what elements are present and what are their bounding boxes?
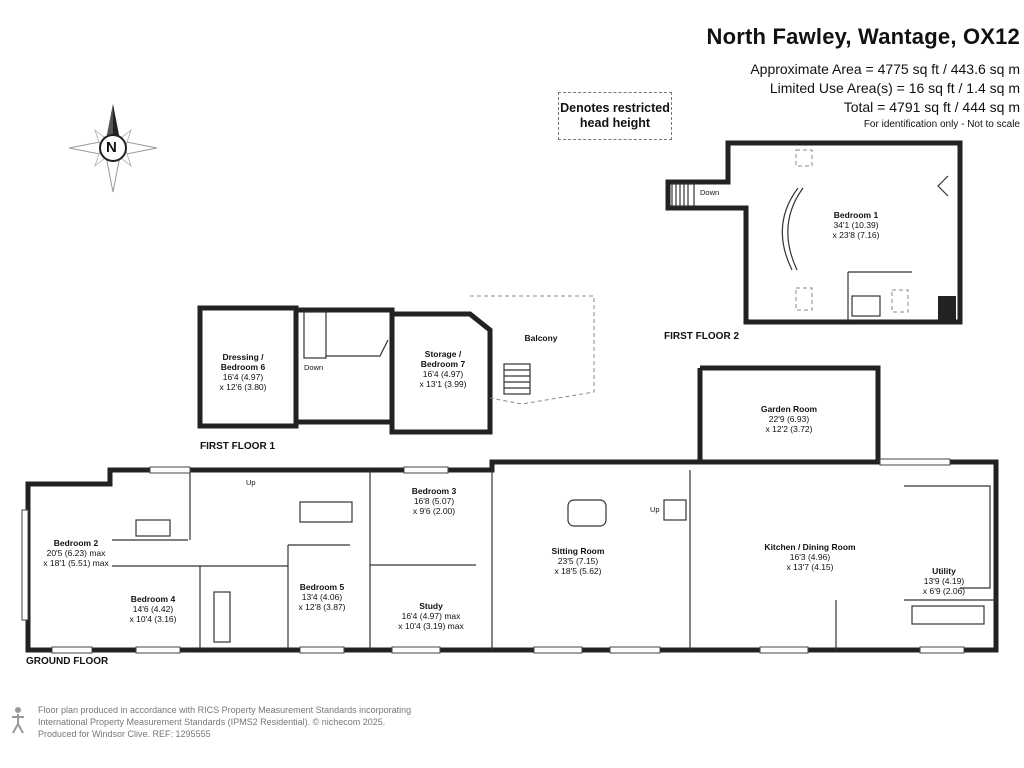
room-name: Utility <box>932 566 956 576</box>
floor-label-first-floor-2: FIRST FLOOR 2 <box>664 331 739 342</box>
room-bedroom-3: Bedroom 3 16'8 (5.07) x 9'6 (2.00) <box>412 486 456 516</box>
compass-rose-icon <box>68 104 158 193</box>
room-bedroom-4: Bedroom 4 14'6 (4.42) x 10'4 (3.16) <box>130 594 177 624</box>
room-dimension: 20'5 (6.23) max <box>46 548 106 558</box>
room-name: Bedroom 7 <box>420 359 466 369</box>
floor-label-first-floor-1: FIRST FLOOR 1 <box>200 441 275 452</box>
room-dimension: 16'8 (5.07) <box>413 496 455 506</box>
room-name: Balcony <box>524 333 558 343</box>
footer-line-3: Produced for Windsor Clive. REF: 1295555 <box>38 729 211 739</box>
room-dimension: x 10'4 (3.16) <box>129 614 177 624</box>
room-dimension: x 6'9 (2.06) <box>922 586 966 596</box>
room-name: Bedroom 1 <box>833 210 879 220</box>
room-storage-bedroom-7: Storage / Bedroom 7 16'4 (4.97) x 13'1 (… <box>420 349 467 389</box>
identification-note: For identification only - Not to scale <box>863 119 1020 130</box>
property-title: North Fawley, Wantage, OX12 <box>706 24 1020 49</box>
room-dimension: x 10'4 (3.19) max <box>398 621 464 631</box>
room-name: Dressing / <box>222 352 264 362</box>
room-bedroom-5: Bedroom 5 13'4 (4.06) x 12'8 (3.87) <box>299 582 346 612</box>
stair-label-down-first-floor-1: Down <box>304 363 324 372</box>
room-name: Kitchen / Dining Room <box>764 542 856 552</box>
room-dimension: 16'4 (4.97) max <box>401 611 461 621</box>
room-balcony: Balcony <box>524 333 557 343</box>
room-name: Bedroom 2 <box>53 538 99 548</box>
floor-label-ground-floor: GROUND FLOOR <box>26 656 109 667</box>
room-dressing-bedroom-6: Dressing / Bedroom 6 16'4 (4.97) x 12'6 … <box>220 352 267 392</box>
room-name: Storage / <box>424 349 462 359</box>
stair-label-down-first-floor-2: Down <box>700 188 720 197</box>
room-dimension: x 12'8 (3.87) <box>298 602 346 612</box>
room-study: Study 16'4 (4.97) max x 10'4 (3.19) max <box>398 601 463 631</box>
stair-label-up-hall: Up <box>246 478 256 487</box>
room-sitting-room: Sitting Room 23'5 (7.15) x 18'5 (5.62) <box>552 546 605 576</box>
room-dimension: x 18'5 (5.62) <box>554 566 602 576</box>
room-name: Bedroom 5 <box>299 582 345 592</box>
ground-floor-plan <box>21 365 999 654</box>
first-floor-2-plan <box>665 140 963 325</box>
restricted-height-legend: Denotes restricted head height <box>558 92 672 140</box>
limited-use-area: Limited Use Area(s) = 16 sq ft / 1.4 sq … <box>769 80 1020 96</box>
room-dimension: 16'4 (4.97) <box>422 369 464 379</box>
room-kitchen-dining: Kitchen / Dining Room 16'3 (4.96) x 13'7… <box>764 542 855 572</box>
room-name: Garden Room <box>760 404 818 414</box>
footer-line-2: International Property Measurement Stand… <box>38 717 386 727</box>
footer-line-1: Floor plan produced in accordance with R… <box>38 705 412 715</box>
room-dimension: 14'6 (4.42) <box>132 604 174 614</box>
room-utility: Utility 13'9 (4.19) x 6'9 (2.06) <box>923 566 965 596</box>
total-area: Total = 4791 sq ft / 444 sq m <box>843 99 1020 115</box>
room-dimension: 13'4 (4.06) <box>301 592 343 602</box>
room-name: Sitting Room <box>551 546 605 556</box>
room-dimension: x 13'7 (4.15) <box>786 562 834 572</box>
room-dimension: x 12'2 (3.72) <box>765 424 813 434</box>
room-dimension: 16'3 (4.96) <box>789 552 831 562</box>
legend-line-1: Denotes restricted <box>560 101 670 115</box>
room-dimension: 13'9 (4.19) <box>923 576 965 586</box>
accessibility-person-icon <box>12 707 24 734</box>
approximate-area: Approximate Area = 4775 sq ft / 443.6 sq… <box>750 61 1020 77</box>
room-name: Bedroom 3 <box>411 486 457 496</box>
room-dimension: 34'1 (10.39) <box>833 220 879 230</box>
room-dimension: x 18'1 (5.51) max <box>43 558 109 568</box>
room-dimension: 22'9 (6.93) <box>768 414 810 424</box>
room-dimension: x 9'6 (2.00) <box>412 506 456 516</box>
first-floor-1-plan <box>197 295 595 435</box>
legend-line-2: head height <box>579 116 651 130</box>
room-bedroom-1: Bedroom 1 34'1 (10.39) x 23'8 (7.16) <box>833 210 880 240</box>
room-dimension: x 13'1 (3.99) <box>419 379 467 389</box>
room-garden-room: Garden Room 22'9 (6.93) x 12'2 (3.72) <box>761 404 817 434</box>
room-dimension: x 23'8 (7.16) <box>832 230 880 240</box>
room-dimension: 23'5 (7.15) <box>557 556 599 566</box>
room-name: Bedroom 6 <box>220 362 266 372</box>
room-dimension: 16'4 (4.97) <box>222 372 264 382</box>
stair-label-up-sitting: Up <box>650 505 660 514</box>
room-bedroom-2: Bedroom 2 20'5 (6.23) max x 18'1 (5.51) … <box>43 538 108 568</box>
room-name: Study <box>419 601 443 611</box>
compass-north-letter: N <box>106 139 117 156</box>
room-name: Bedroom 4 <box>130 594 176 604</box>
room-dimension: x 12'6 (3.80) <box>219 382 267 392</box>
footer-disclaimer: Floor plan produced in accordance with R… <box>38 704 411 740</box>
